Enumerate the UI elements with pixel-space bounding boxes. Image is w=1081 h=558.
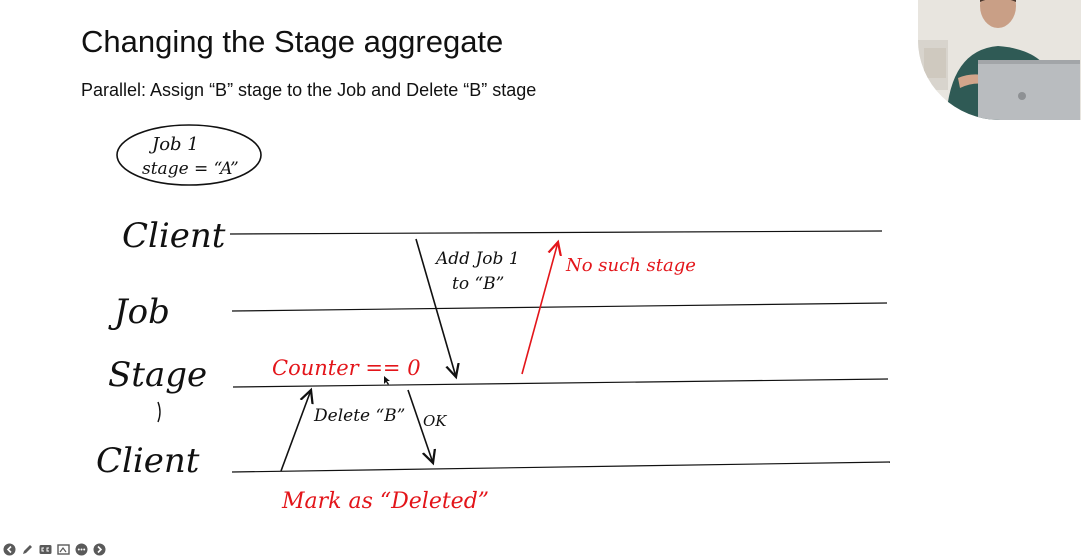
presenter-toolbar [2, 541, 106, 557]
lane-line-client-bottom [231, 461, 891, 473]
lane-label-stage: Stage [108, 355, 207, 395]
add-job-line2: to “B” [452, 274, 504, 294]
captions-icon [39, 544, 51, 554]
pen-button[interactable] [20, 542, 34, 556]
pen-icon [22, 544, 32, 554]
ok-arrow [407, 389, 433, 463]
no-such-stage-arrow [521, 242, 558, 375]
mark-deleted-label: Mark as “Deleted” [281, 489, 489, 514]
lane-line-job [231, 302, 888, 312]
add-job-arrow [415, 238, 456, 377]
delete-b-arrow [280, 390, 311, 472]
job-bubble [116, 124, 262, 186]
slide-title: Changing the Stage aggregate [81, 24, 504, 59]
slides-button[interactable] [56, 542, 70, 556]
lane-line-stage [232, 378, 889, 388]
previous-button[interactable] [2, 542, 16, 556]
cursor-icon [384, 376, 390, 385]
lane-line-client-top [229, 230, 883, 235]
add-job-line1: Add Job 1 [434, 249, 520, 269]
slides-icon [56, 543, 70, 555]
lane-label-client-top: Client [122, 216, 226, 256]
delete-b-label: Delete “B” [313, 406, 405, 426]
more-icon [75, 543, 87, 555]
job-bubble-line1: Job 1 [148, 134, 199, 155]
counter-label: Counter == 0 [272, 356, 421, 380]
ok-label: OK [423, 412, 447, 430]
captions-button[interactable] [38, 542, 52, 556]
previous-icon [3, 543, 15, 555]
job-bubble-line2: stage = “A” [142, 159, 239, 179]
lane-label-client-bottom: Client [96, 441, 200, 481]
no-such-stage-label: No such stage [565, 255, 696, 276]
next-icon [93, 543, 105, 555]
next-button[interactable] [92, 542, 106, 556]
more-button[interactable] [74, 542, 88, 556]
lane-label-job: Job [108, 292, 170, 332]
slide-subtitle: Parallel: Assign “B” stage to the Job an… [81, 80, 537, 100]
stage-underline-check [157, 401, 161, 423]
